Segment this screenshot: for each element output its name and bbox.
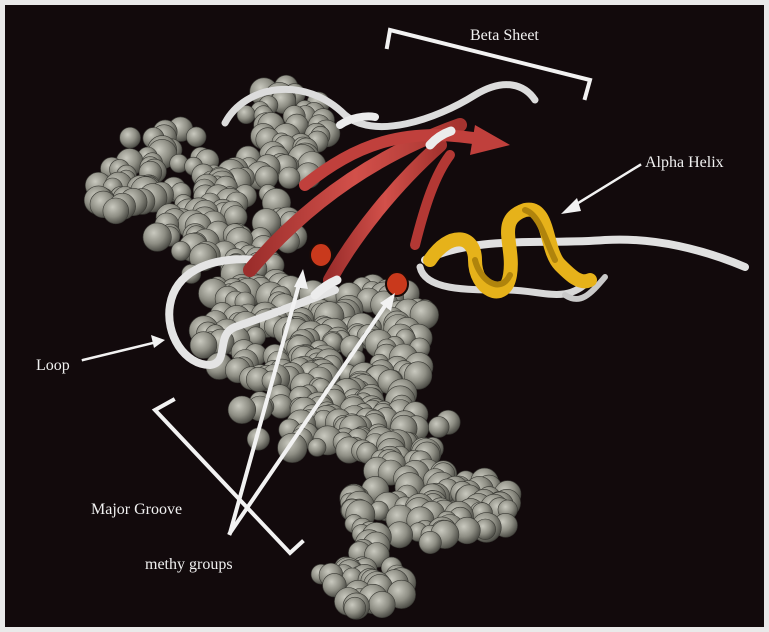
loop-arrow-line — [83, 342, 157, 360]
alpha-helix-arrow-line — [570, 165, 640, 208]
methyl-marker-2 — [386, 272, 408, 296]
dna-atom — [171, 241, 190, 260]
dna-atom — [228, 396, 256, 424]
dna-atom — [103, 198, 129, 224]
methyl-marker-1 — [310, 243, 332, 267]
label-alpha-helix: Alpha Helix — [645, 155, 724, 171]
alpha-helix-arrowhead — [561, 198, 581, 214]
dna-atom — [308, 438, 326, 456]
protein-dna-illustration: Beta Sheet Alpha Helix Loop Major Groove… — [5, 5, 764, 627]
dna-atom — [278, 167, 300, 189]
dna-atom — [186, 127, 206, 147]
dna-atom — [344, 597, 366, 619]
label-loop: Loop — [36, 358, 70, 374]
molecule-rendering — [5, 5, 764, 627]
dna-space-filling-model — [84, 75, 521, 619]
beta-arrowhead — [470, 125, 510, 155]
dna-atom — [143, 223, 171, 251]
label-major-groove: Major Groove — [91, 502, 182, 518]
loop-arrowhead — [151, 335, 165, 348]
dna-atom — [369, 591, 395, 617]
dna-atom — [428, 417, 449, 438]
dna-atom — [120, 127, 141, 148]
label-beta-sheet: Beta Sheet — [470, 28, 539, 44]
label-methyl-groups: methy groups — [145, 557, 233, 573]
dna-atom — [419, 531, 441, 553]
major-groove-bracket — [155, 400, 302, 553]
